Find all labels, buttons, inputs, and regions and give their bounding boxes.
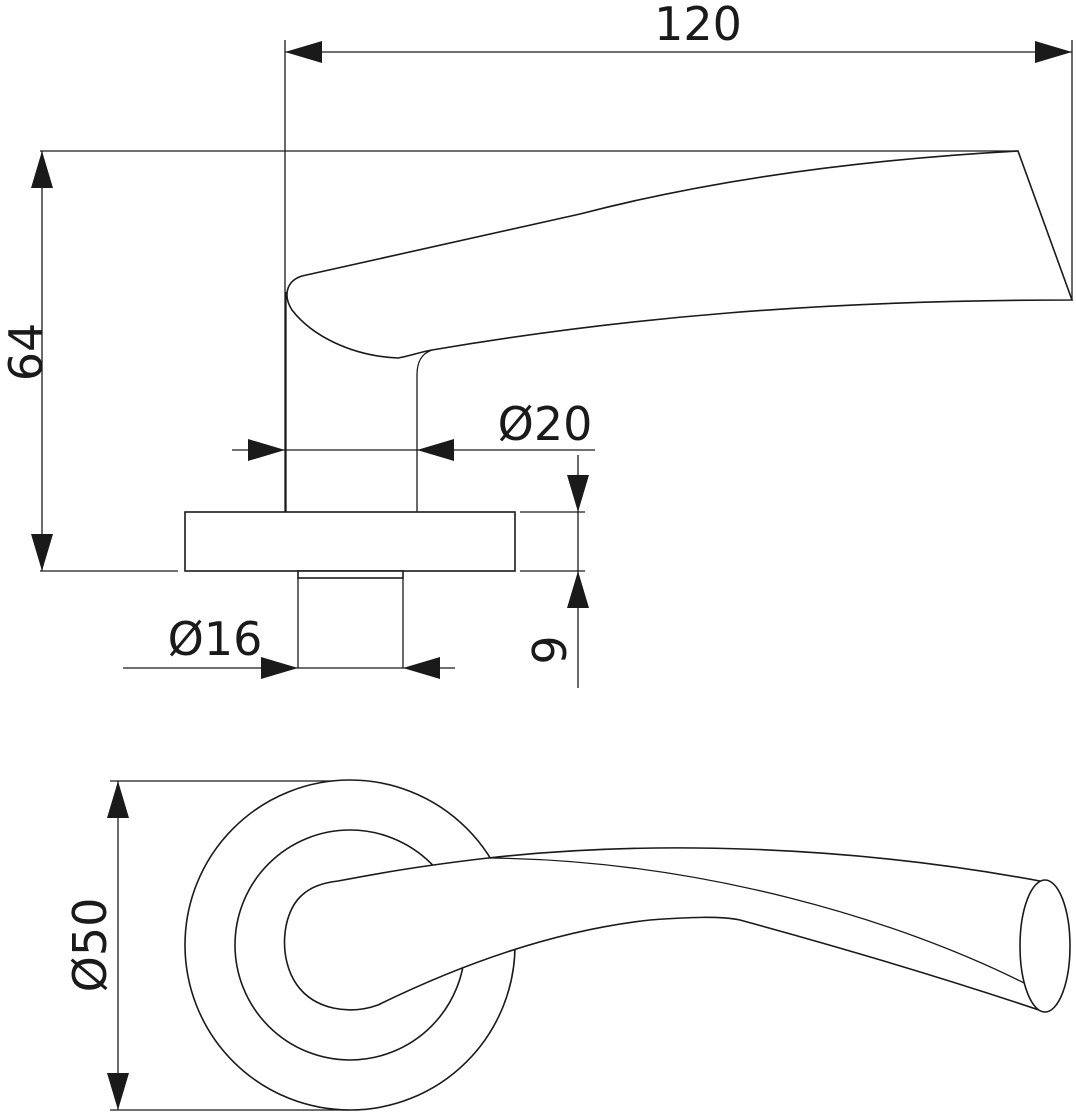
dimension-d20: Ø20 bbox=[232, 397, 595, 461]
dimension-label-9: 9 bbox=[523, 635, 577, 664]
dimension-d50: Ø50 bbox=[63, 780, 350, 1111]
dimension-label-d20: Ø20 bbox=[498, 397, 593, 451]
arrow-down-icon bbox=[31, 534, 53, 571]
dimension-label-120: 120 bbox=[654, 0, 742, 51]
arrow-up-icon bbox=[107, 781, 129, 818]
handle-lever-side bbox=[286, 150, 1074, 359]
dimension-label-64: 64 bbox=[0, 323, 53, 382]
spindle-collar bbox=[297, 570, 404, 579]
dimension-64: 64 bbox=[0, 150, 1018, 572]
arrow-left-icon bbox=[417, 439, 454, 461]
arrow-left-icon bbox=[403, 657, 440, 679]
arrow-right-icon bbox=[261, 657, 298, 679]
rose-plate-side bbox=[184, 511, 516, 572]
arrow-down-icon bbox=[567, 475, 589, 512]
arrow-up-icon bbox=[567, 571, 589, 608]
handle-edge-line bbox=[487, 857, 1029, 986]
arrow-right-icon bbox=[248, 439, 285, 461]
arrow-right-icon bbox=[1035, 41, 1072, 63]
handle-neck bbox=[416, 349, 433, 512]
arrow-up-icon bbox=[31, 151, 53, 188]
dimension-9: 9 bbox=[520, 455, 589, 688]
arrow-left-icon bbox=[285, 41, 322, 63]
dimension-label-d50: Ø50 bbox=[63, 898, 117, 993]
dimension-label-d16: Ø16 bbox=[168, 612, 263, 666]
handle-end-cap bbox=[1019, 879, 1071, 1013]
arrow-down-icon bbox=[107, 1073, 129, 1110]
dimension-d16: Ø16 bbox=[123, 578, 455, 679]
dimension-120: 120 bbox=[284, 0, 1073, 512]
